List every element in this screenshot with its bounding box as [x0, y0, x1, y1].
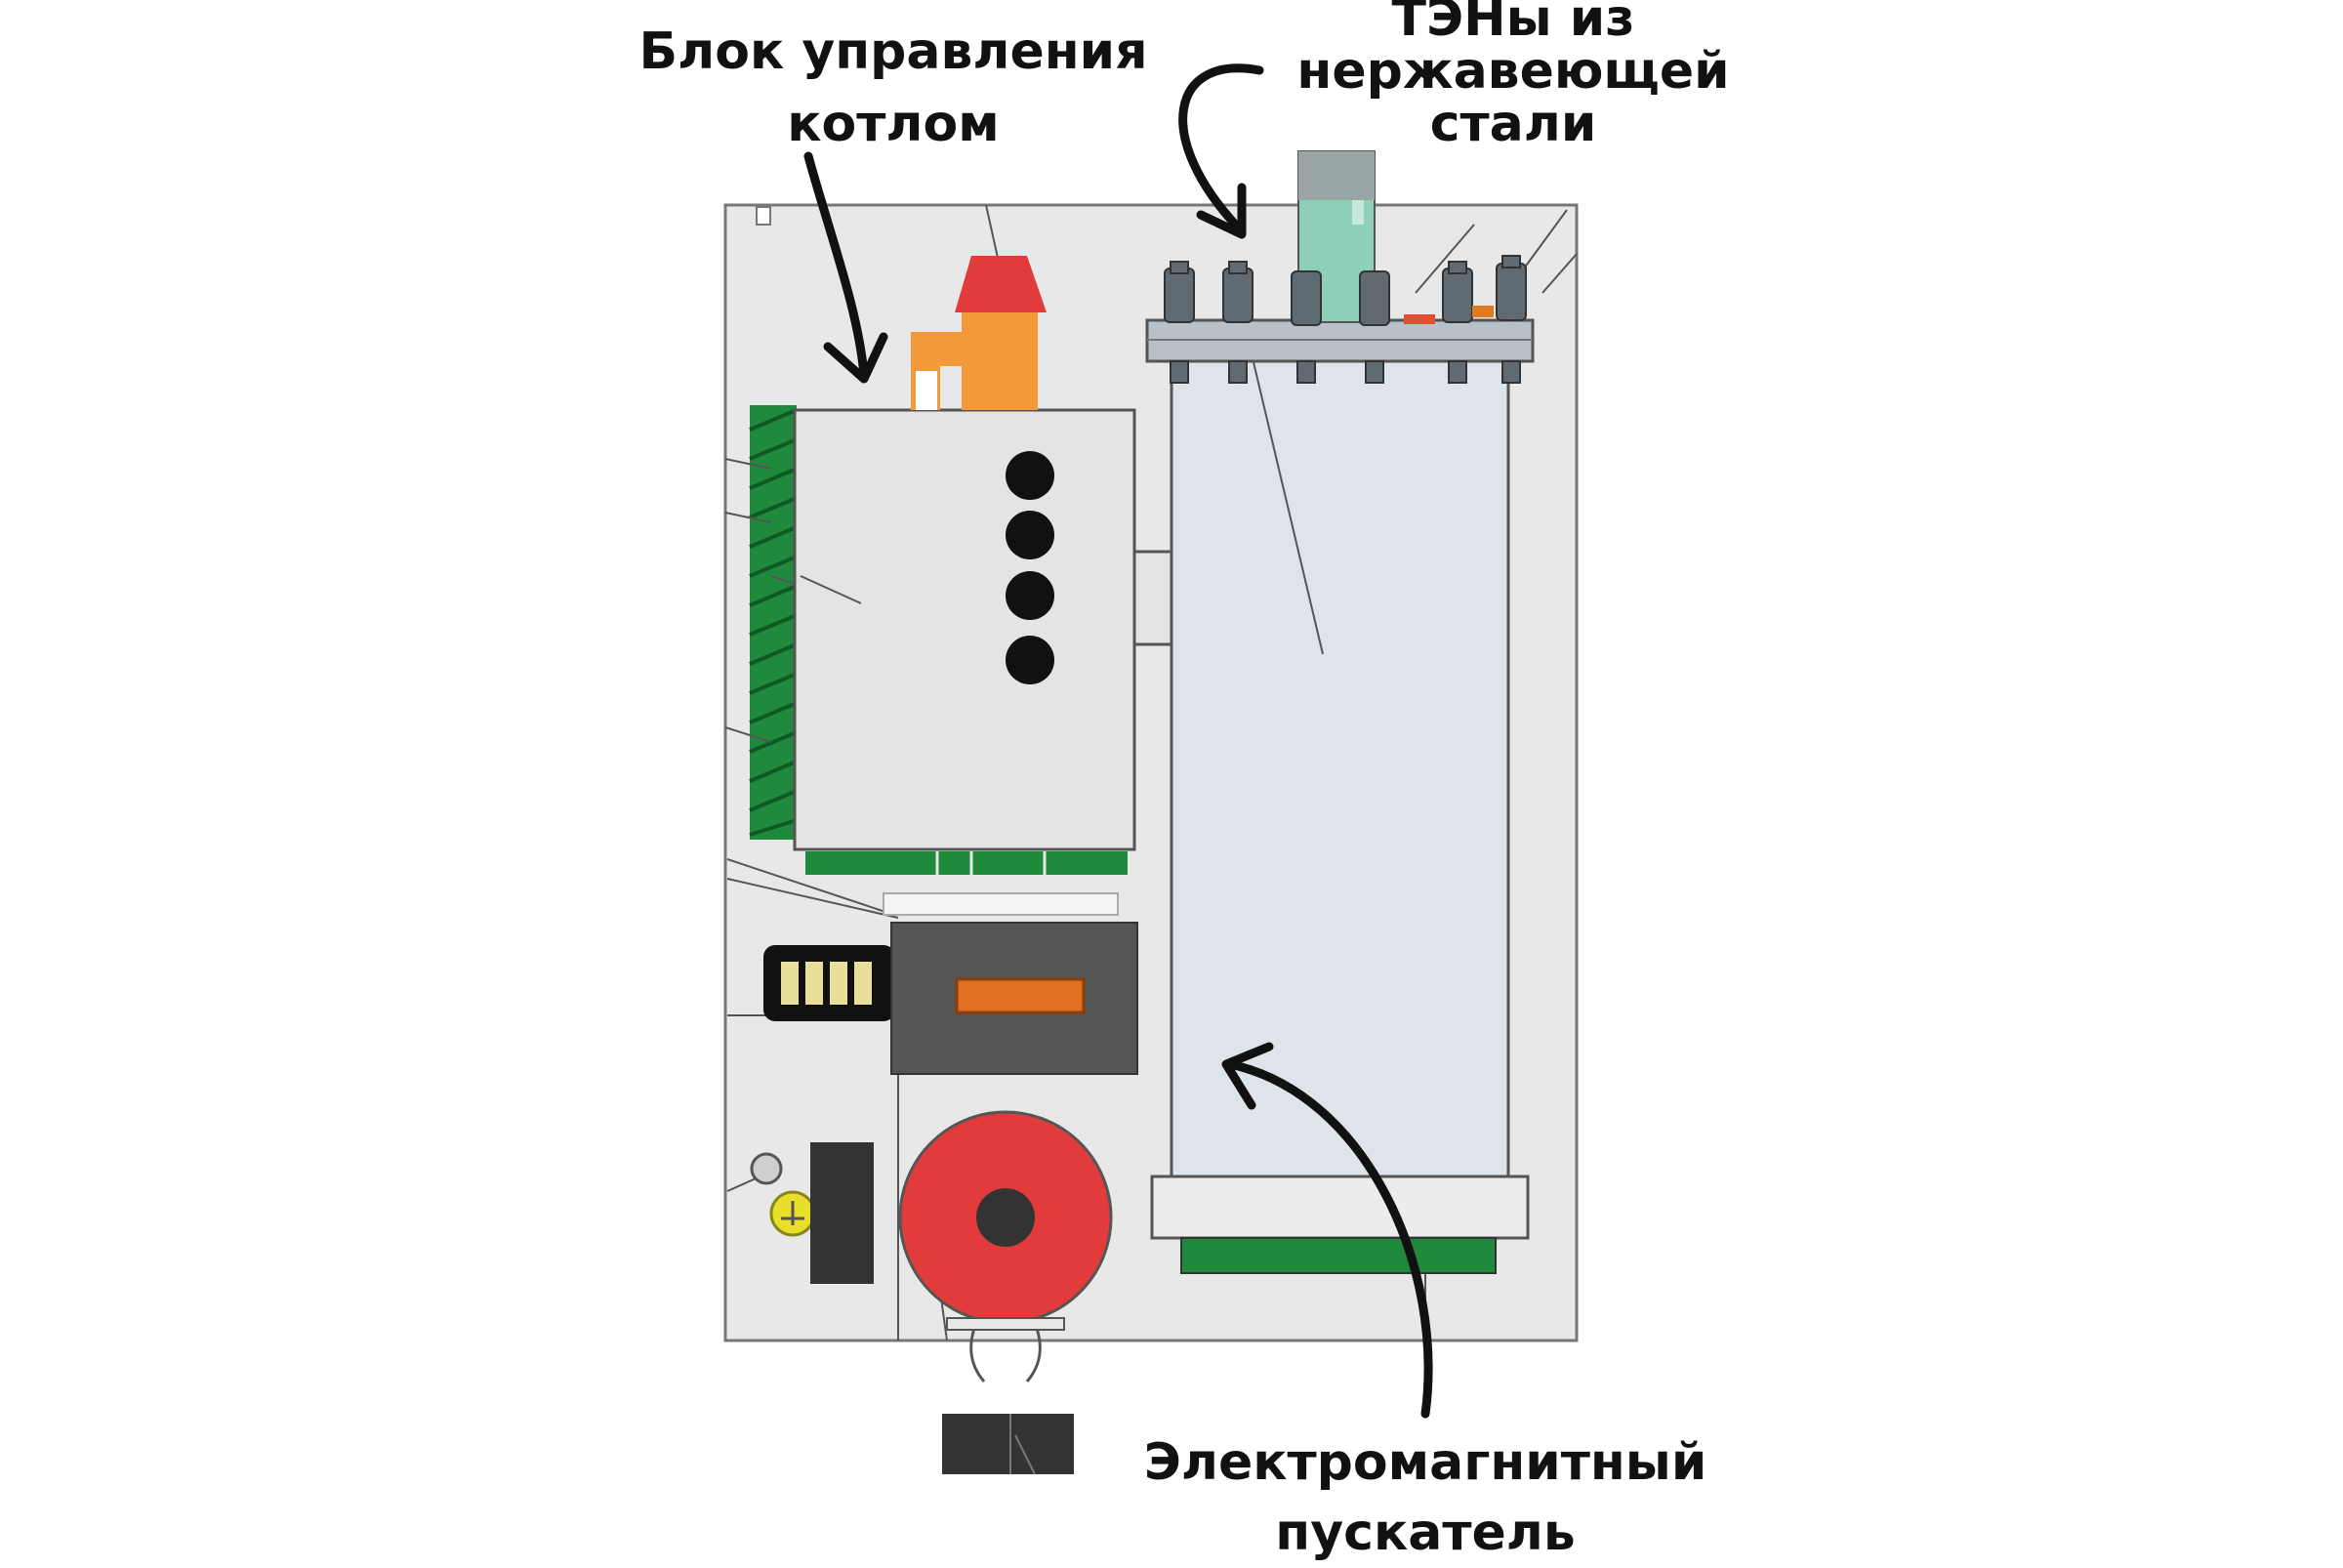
thermostat-red-cap: [955, 256, 1047, 312]
contactor-label-line1: Электромагнитный: [1143, 1433, 1707, 1492]
contactor-label-line2: пускатель: [1275, 1504, 1576, 1562]
safety-thermostat: [911, 256, 1047, 410]
arrow-heaters: [1178, 63, 1264, 234]
tank-bottom-board: [1180, 1237, 1497, 1274]
rail-strip: [883, 892, 1119, 916]
contactor-label: Электромагнитный пускатель: [1093, 1427, 1757, 1568]
arrow-contactor: [1225, 1059, 1433, 1419]
arrow-control-unit: [803, 151, 869, 381]
pump-motor-housing: [810, 1142, 874, 1284]
arrow-control-unit-head: [823, 332, 888, 384]
arrow-heaters-head: [1196, 183, 1247, 239]
pump-center: [976, 1188, 1035, 1247]
control-unit: [793, 408, 1177, 875]
ten-terminal: [1359, 270, 1390, 384]
heating-elements-flange: [1145, 318, 1535, 363]
terminal-block: [763, 945, 895, 1021]
ten-terminal: [1164, 261, 1195, 384]
indicator-light: [1006, 571, 1054, 620]
callout-arrows: [803, 63, 1433, 1419]
heaters-label: ТЭНы из нержавеющей стали: [1259, 0, 1767, 150]
circulation-pump: [898, 1110, 1113, 1325]
control-unit-label: Блок управления котлом: [605, 21, 1181, 154]
indicator-light: [1006, 636, 1054, 684]
terminal-jumper-orange: [1472, 306, 1494, 317]
heating-element-terminals: [1164, 255, 1527, 384]
contactor-orange-indicator: [955, 977, 1086, 1014]
indicator-light: [1006, 451, 1054, 500]
arrow-contactor-head: [1221, 1042, 1274, 1110]
ten-terminal: [1496, 255, 1527, 384]
control-unit-side-tab: [1132, 550, 1177, 646]
terminal-jumper-red: [1404, 314, 1435, 324]
ten-terminal: [1222, 261, 1254, 384]
ground-screw: [769, 1190, 816, 1237]
cabinet-corner-marker: [756, 206, 771, 226]
indicator-light: [1006, 511, 1054, 559]
indicator-lights: [1006, 451, 1054, 684]
ten-terminal: [1291, 270, 1322, 384]
heaters-label-line3: стали: [1429, 95, 1597, 153]
heaters-label-line1: ТЭНы из: [1391, 0, 1635, 48]
heater-tank: [1150, 263, 1530, 1274]
electromagnetic-contactor: [890, 922, 1138, 1075]
ten-terminal: [1442, 261, 1473, 384]
control-unit-bottom-board: [805, 851, 1128, 875]
pressure-sensor: [750, 1152, 783, 1185]
control-unit-label-line1: Блок управления: [638, 22, 1148, 81]
bottom-connector: [942, 1317, 1074, 1475]
tank-bottom-flange: [1150, 1175, 1530, 1240]
control-unit-label-line2: котлом: [787, 95, 1000, 153]
heaters-label-line2: нержавеющей: [1296, 42, 1730, 101]
heat-sink: [749, 405, 798, 840]
